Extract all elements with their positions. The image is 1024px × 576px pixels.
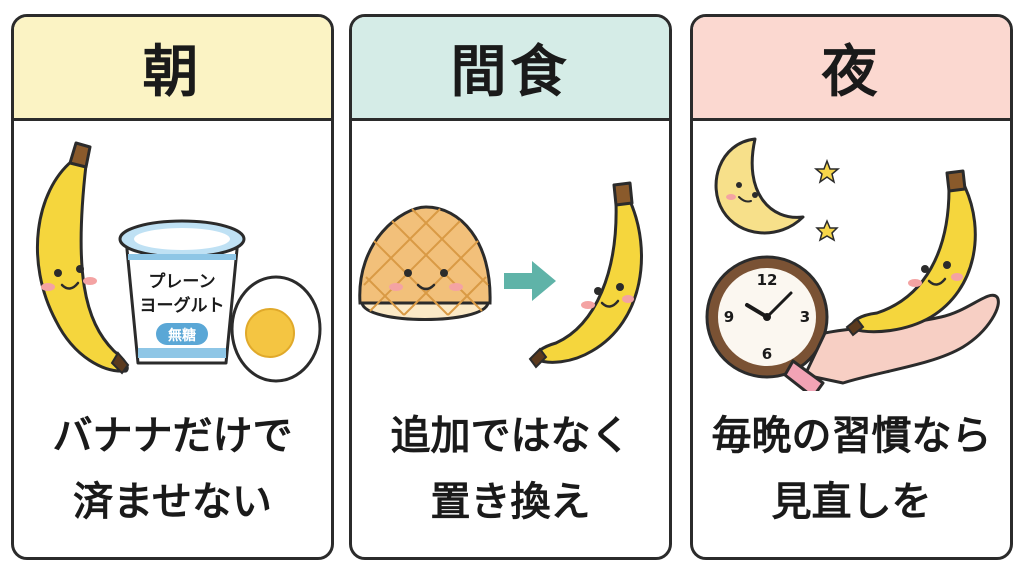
yogurt-label-line1: プレーン xyxy=(148,271,215,292)
banana-icon xyxy=(36,141,130,375)
panel-title: 朝 xyxy=(142,40,203,105)
panel-header: 夜 xyxy=(693,17,1010,121)
panel-header: 朝 xyxy=(14,17,331,121)
melon-pan-icon xyxy=(358,205,492,321)
clock-number: 9 xyxy=(724,308,734,326)
clock-number: 12 xyxy=(757,271,778,289)
caption-line-2: 見直しを xyxy=(771,479,932,525)
panel-header: 間食 xyxy=(352,17,669,121)
caption-line-1: バナナだけで xyxy=(52,413,293,459)
caption-line-1: 毎晩の習慣なら xyxy=(711,413,992,459)
panel-caption: 追加ではなく 置き換え xyxy=(352,403,669,535)
night-illustration: 12 3 6 9 xyxy=(705,137,1000,391)
arrow-right-icon xyxy=(504,261,556,301)
caption-line-2: 済ませない xyxy=(73,479,272,525)
clock-number: 3 xyxy=(800,308,810,326)
sugar-free-badge xyxy=(156,323,208,345)
star-icon xyxy=(813,158,841,184)
banana-icon xyxy=(528,181,643,369)
panel-title: 間食 xyxy=(450,40,571,105)
star-icon xyxy=(815,219,839,242)
panel-night: 夜 12 3 6 9 xyxy=(690,14,1013,560)
panel-snack: 間食 xyxy=(349,14,672,560)
boiled-egg-icon xyxy=(230,275,322,383)
yogurt-label-line2: ヨーグルト xyxy=(140,295,225,316)
panel-caption: バナナだけで 済ませない xyxy=(14,403,331,535)
panel-caption: 毎晩の習慣なら 見直しを xyxy=(693,403,1010,535)
panel-morning: 朝 プレーン ヨーグルト 無糖 xyxy=(11,14,334,560)
clock-icon: 12 3 6 9 xyxy=(705,255,829,379)
banana-icon xyxy=(845,169,977,337)
panel-title: 夜 xyxy=(821,40,882,105)
yogurt-cup-icon: プレーン ヨーグルト 無糖 xyxy=(118,219,246,365)
caption-line-1: 追加ではなく xyxy=(390,413,631,459)
morning-illustration: プレーン ヨーグルト 無糖 xyxy=(36,141,322,383)
clock-number: 6 xyxy=(762,345,772,363)
caption-line-2: 置き換え xyxy=(430,479,591,525)
sugar-free-badge-text: 無糖 xyxy=(168,327,196,344)
snack-illustration xyxy=(358,181,643,369)
moon-icon xyxy=(714,137,805,235)
